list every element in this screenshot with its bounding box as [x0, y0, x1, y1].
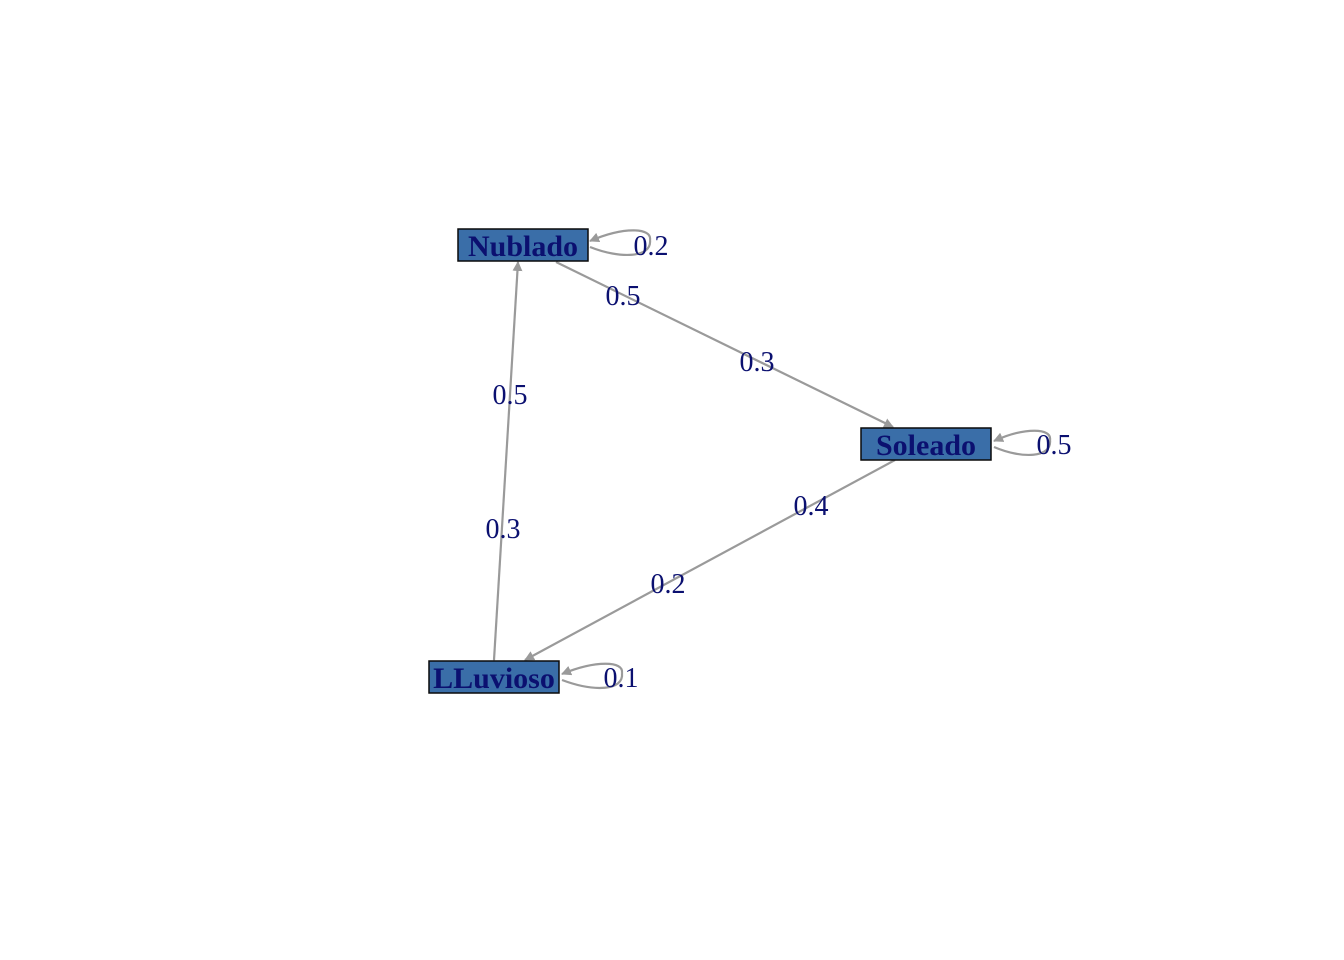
loop-lluvioso	[561, 662, 624, 676]
edge-label-soleado-lluvioso: 0.2	[651, 569, 686, 600]
node-lluvioso-label: LLuvioso	[433, 662, 555, 695]
edge-label-lluvioso-nublado: 0.5	[493, 380, 528, 411]
node-lluvioso-box	[428, 660, 560, 694]
edge-label-nublado-lluvioso: 0.3	[486, 514, 521, 545]
node-lluvioso: LLuvioso	[428, 660, 560, 695]
edge-label-lluvioso-soleado: 0.4	[794, 491, 829, 522]
edge-label-soleado-soleado: 0.5	[1037, 430, 1072, 461]
edge-label-lluvioso-lluvioso: 0.1	[604, 663, 639, 694]
edge-label-nublado-soleado: 0.5	[606, 281, 641, 312]
node-soleado-box	[860, 427, 992, 461]
node-nublado-label: Nublado	[468, 230, 578, 263]
edge-soleado-lluvioso	[524, 459, 896, 661]
edge-labels: 0.2 0.5 0.3 0.5 0.3 0.2 0.1 0.5 0.4	[486, 231, 1072, 694]
loop-lluvioso-lower	[561, 672, 624, 690]
edge-lluvioso-nublado	[488, 261, 523, 670]
loop-soleado	[993, 429, 1052, 443]
loop-nublado	[589, 229, 652, 243]
edges	[488, 229, 1052, 690]
node-soleado: Soleado	[860, 427, 992, 462]
edge-nublado-soleado	[555, 261, 894, 428]
edge-label-nublado-nublado: 0.2	[634, 231, 669, 262]
loop-soleado-lower	[993, 439, 1052, 457]
loop-nublado-lower	[589, 239, 652, 257]
node-nublado-box	[457, 228, 589, 262]
node-soleado-label: Soleado	[876, 429, 976, 462]
node-nublado: Nublado	[457, 228, 589, 263]
edge-label-soleado-nublado: 0.3	[740, 347, 775, 378]
